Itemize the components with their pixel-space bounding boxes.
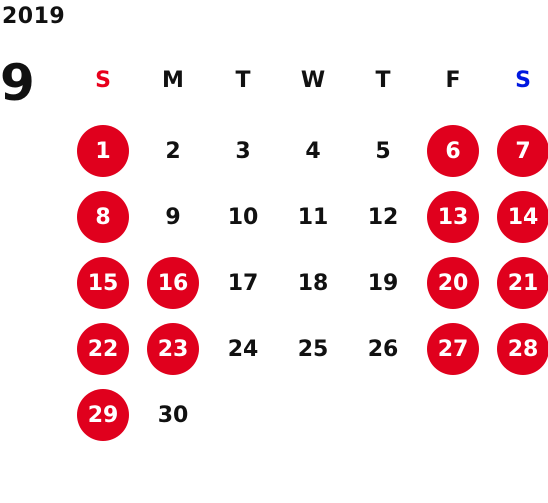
holiday-day: 13 xyxy=(427,191,479,243)
day-cell: 3 xyxy=(208,118,278,184)
calendar-day: 24 xyxy=(227,336,259,362)
day-cell: 21 xyxy=(488,250,548,316)
day-cell: 4 xyxy=(278,118,348,184)
day-cell: 27 xyxy=(418,316,488,382)
day-cell: 20 xyxy=(418,250,488,316)
day-cell: 15 xyxy=(68,250,138,316)
day-cell: 6 xyxy=(418,118,488,184)
day-cell: 12 xyxy=(348,184,418,250)
calendar-day: 26 xyxy=(367,336,399,362)
year-label: 2019 xyxy=(2,4,66,29)
day-cell: 19 xyxy=(348,250,418,316)
day-cell: 30 xyxy=(138,382,208,448)
holiday-day: 29 xyxy=(77,389,129,441)
calendar-day: 30 xyxy=(157,402,189,428)
calendar-day: 3 xyxy=(235,138,251,164)
calendar-day: 12 xyxy=(367,204,399,230)
calendar-day: 4 xyxy=(305,138,321,164)
weekday-header-monday: M xyxy=(162,67,184,93)
calendar-day: 10 xyxy=(227,204,259,230)
day-cell: 17 xyxy=(208,250,278,316)
calendar-day: 9 xyxy=(165,204,181,230)
weekday-header-thursday: T xyxy=(375,67,391,93)
day-cell: 26 xyxy=(348,316,418,382)
holiday-day: 28 xyxy=(497,323,548,375)
day-cell: 25 xyxy=(278,316,348,382)
weekday-header-tuesday: T xyxy=(235,67,251,93)
day-cell: 7 xyxy=(488,118,548,184)
calendar-day: 11 xyxy=(297,204,329,230)
day-cell: 5 xyxy=(348,118,418,184)
day-cell: 1 xyxy=(68,118,138,184)
day-cell: 29 xyxy=(68,382,138,448)
holiday-day: 16 xyxy=(147,257,199,309)
day-cell: 2 xyxy=(138,118,208,184)
day-cell: 28 xyxy=(488,316,548,382)
day-cell: 16 xyxy=(138,250,208,316)
holiday-day: 14 xyxy=(497,191,548,243)
holiday-day: 8 xyxy=(77,191,129,243)
day-cell: 11 xyxy=(278,184,348,250)
weekday-header-sunday: S xyxy=(95,67,111,93)
calendar-day: 19 xyxy=(367,270,399,296)
month-label: 9 xyxy=(0,54,35,112)
day-cell: 18 xyxy=(278,250,348,316)
weekday-header-wednesday: W xyxy=(300,67,326,93)
day-cell: 10 xyxy=(208,184,278,250)
holiday-day: 27 xyxy=(427,323,479,375)
holiday-day: 1 xyxy=(77,125,129,177)
weekday-header-saturday: S xyxy=(515,67,531,93)
holiday-day: 22 xyxy=(77,323,129,375)
day-cell: 9 xyxy=(138,184,208,250)
day-cell: 8 xyxy=(68,184,138,250)
holiday-day: 21 xyxy=(497,257,548,309)
calendar-day: 5 xyxy=(375,138,391,164)
holiday-day: 20 xyxy=(427,257,479,309)
calendar-day: 18 xyxy=(297,270,329,296)
day-cell: 23 xyxy=(138,316,208,382)
day-cell: 22 xyxy=(68,316,138,382)
day-cell: 24 xyxy=(208,316,278,382)
calendar-day: 2 xyxy=(165,138,181,164)
calendar-day: 17 xyxy=(227,270,259,296)
holiday-day: 15 xyxy=(77,257,129,309)
holiday-day: 23 xyxy=(147,323,199,375)
weekday-header-friday: F xyxy=(445,67,461,93)
day-cell: 14 xyxy=(488,184,548,250)
calendar-day: 25 xyxy=(297,336,329,362)
holiday-day: 7 xyxy=(497,125,548,177)
day-cell: 13 xyxy=(418,184,488,250)
holiday-day: 6 xyxy=(427,125,479,177)
